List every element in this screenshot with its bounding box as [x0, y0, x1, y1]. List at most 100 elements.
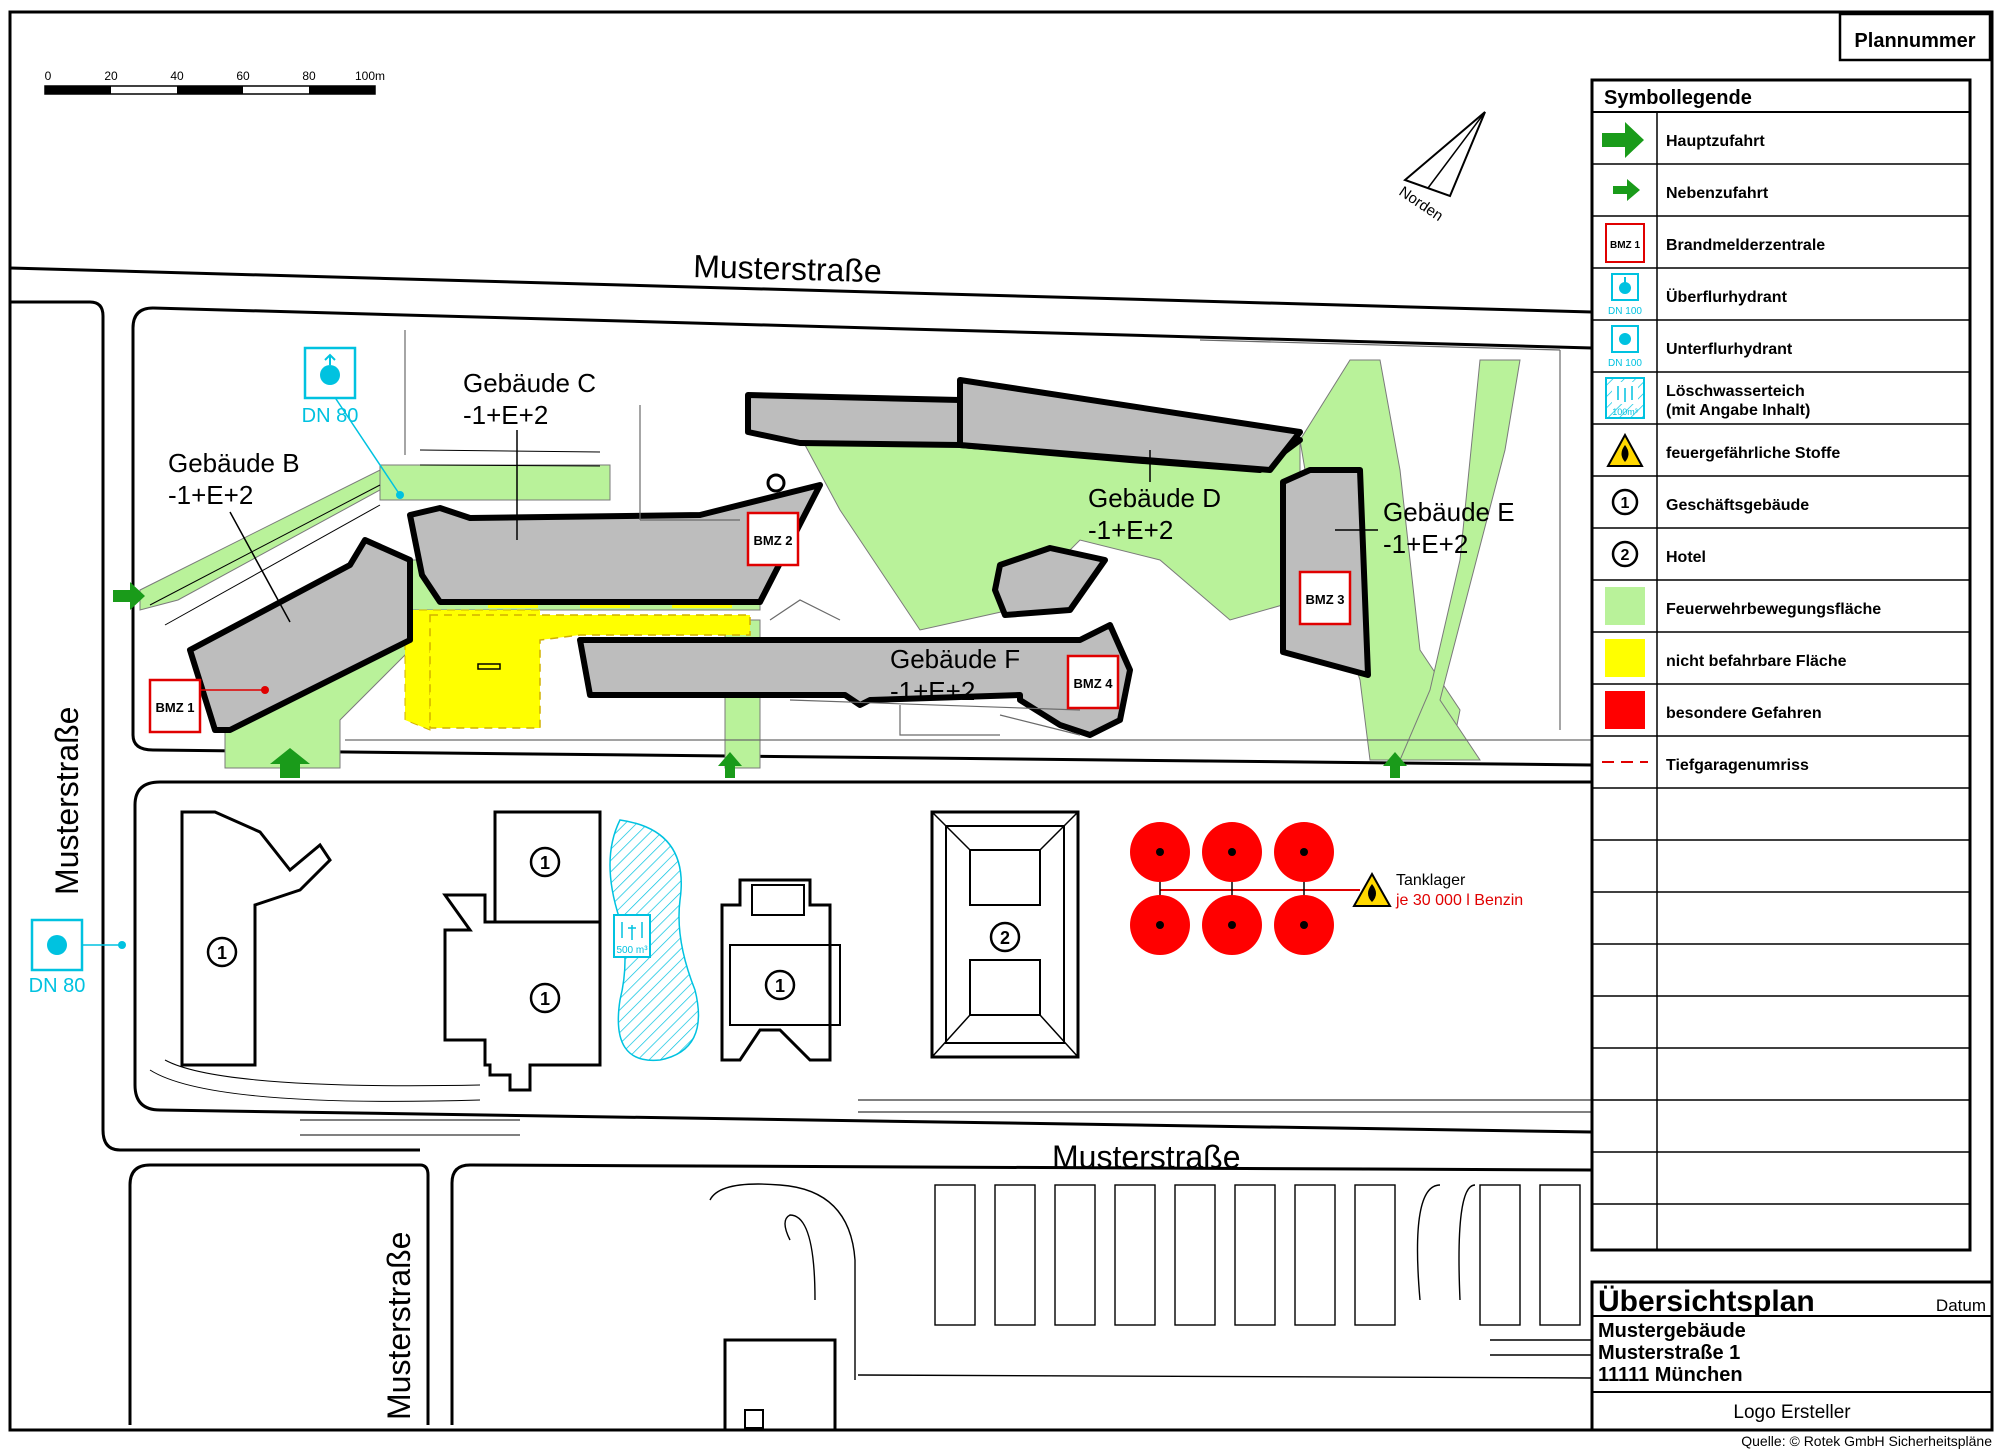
- building-d-name: Gebäude D: [1088, 483, 1221, 513]
- hotel-marker-icon: 2: [989, 921, 1021, 953]
- flammable-warning-icon: [1352, 871, 1392, 907]
- plan-number-box: Plannummer: [1838, 12, 1992, 62]
- business-building-1c: [442, 893, 602, 1092]
- business-buildings: [180, 810, 832, 1092]
- svg-text:BMZ 4: BMZ 4: [1074, 676, 1114, 691]
- legend-label: Tiefgaragenumriss: [1666, 757, 1809, 774]
- svg-text:DN 100: DN 100: [1608, 306, 1642, 317]
- plan-number-label: Plannummer: [1854, 30, 1975, 52]
- main-access-arrows[interactable]: [113, 582, 1407, 778]
- building-d-floors: -1+E+2: [1088, 515, 1173, 545]
- legend-label: Überflurhydrant: [1666, 287, 1788, 306]
- building-b: [187, 537, 413, 733]
- building-f-floors: -1+E+2: [890, 676, 975, 706]
- road-network: [9, 266, 1593, 1425]
- secondary-access-arrow-icon[interactable]: [718, 752, 742, 778]
- tank-detail: je 30 000 l Benzin: [1395, 892, 1523, 909]
- creator-logo: Logo Ersteller: [1733, 1402, 1851, 1423]
- svg-text:100m³: 100m³: [1612, 407, 1638, 417]
- underground-hydrant-icon: DN 100: [1608, 325, 1642, 369]
- svg-text:DN 100: DN 100: [1608, 358, 1642, 369]
- scale-tick: 20: [104, 69, 118, 83]
- hotel-building: [930, 810, 1080, 1059]
- scale-bar: 0 20 40 60 80 100m: [44, 69, 385, 95]
- street-top: Musterstraße: [693, 248, 882, 289]
- hydrants[interactable]: DN 80 DN 80: [29, 346, 404, 997]
- svg-text:1: 1: [217, 943, 227, 963]
- scale-tick: 100m: [355, 69, 385, 83]
- svg-text:2: 2: [1000, 928, 1010, 948]
- tank-farm: Tanklager je 30 000 l Benzin: [1130, 822, 1523, 955]
- scale-tick: 0: [45, 69, 52, 83]
- svg-text:DN 80: DN 80: [302, 405, 359, 427]
- title-block: Übersichtsplan Datum Mustergebäude Muste…: [1590, 1280, 1994, 1432]
- buildings: [187, 377, 1371, 738]
- legend-label: feuergefährliche Stoffe: [1666, 445, 1840, 462]
- building-d-tower: [992, 545, 1108, 618]
- svg-text:BMZ 1: BMZ 1: [156, 700, 195, 715]
- business-building-marker-icon: 1: [529, 982, 561, 1014]
- svg-text:BMZ 2: BMZ 2: [754, 533, 793, 548]
- address-line: 11111 München: [1598, 1364, 1743, 1386]
- tank-label: Tanklager: [1396, 872, 1466, 889]
- legend-label: Hauptzufahrt: [1666, 133, 1765, 150]
- scale-tick: 40: [170, 69, 184, 83]
- street-labels: Musterstraße Musterstraße Musterstraße M…: [49, 248, 1240, 1420]
- svg-text:1: 1: [540, 853, 550, 873]
- business-building-marker-icon: 1: [529, 846, 561, 878]
- building-f: [577, 622, 1133, 738]
- legend-label: Feuerwehrbewegungsfläche: [1666, 601, 1881, 618]
- svg-text:BMZ 3: BMZ 3: [1306, 592, 1345, 607]
- above-ground-hydrant-icon: DN 100: [1608, 273, 1642, 317]
- business-building-1d-detail: [729, 884, 841, 1026]
- secondary-access-arrow-icon[interactable]: [1383, 752, 1407, 778]
- fire-water-pond: 500 m³: [609, 819, 700, 1062]
- svg-text:1: 1: [775, 976, 785, 996]
- scale-tick: 80: [302, 69, 316, 83]
- legend-label: Unterflurhydrant: [1666, 341, 1793, 358]
- secondary-access-arrow-icon: [1613, 179, 1640, 201]
- address-line: Mustergebäude: [1598, 1320, 1746, 1342]
- fire-alarm-panel-icon[interactable]: BMZ 2: [746, 511, 800, 567]
- main-access-arrow-icon[interactable]: [270, 748, 310, 778]
- building-e-floors: -1+E+2: [1383, 529, 1468, 559]
- building-c-name: Gebäude C: [463, 368, 596, 398]
- building-c: [407, 482, 823, 605]
- legend-label: Löschwasserteich: [1666, 383, 1805, 400]
- svg-text:DN 80: DN 80: [29, 975, 86, 997]
- scale-tick: 60: [236, 69, 250, 83]
- above-ground-hydrant-icon[interactable]: DN 80: [302, 346, 404, 499]
- date-label: Datum: [1936, 1296, 1986, 1315]
- legend-label: Hotel: [1666, 549, 1706, 566]
- fire-alarm-panel-icon[interactable]: BMZ 3: [1298, 570, 1352, 626]
- main-access-arrow-icon: [1602, 122, 1644, 158]
- building-c-floors: -1+E+2: [463, 400, 548, 430]
- lower-parking: [709, 1183, 1593, 1432]
- svg-text:2: 2: [1621, 547, 1630, 564]
- svg-text:BMZ 1: BMZ 1: [1610, 240, 1640, 251]
- fire-alarm-panel-icon[interactable]: BMZ 1: [148, 678, 269, 734]
- fire-alarm-panel-icon[interactable]: BMZ 4: [1066, 654, 1120, 710]
- business-building-marker-icon: 1: [1611, 488, 1639, 516]
- building-e-name: Gebäude E: [1383, 497, 1515, 527]
- street-left: Musterstraße: [49, 707, 85, 895]
- fire-brigade-area-swatch: [1605, 587, 1645, 625]
- underground-hydrant-icon[interactable]: DN 80: [29, 918, 126, 997]
- business-building-1a: [180, 810, 332, 1067]
- source-credit: Quelle: © Rotek GmbH Sicherheitspläne: [1741, 1433, 1992, 1449]
- legend-label: Brandmelderzentrale: [1666, 237, 1825, 254]
- business-building-marker-icon: 1: [764, 969, 796, 1001]
- building-d: [957, 377, 1303, 473]
- legend-label: besondere Gefahren: [1666, 705, 1822, 722]
- address-line: Musterstraße 1: [1598, 1342, 1740, 1364]
- legend-label-2: (mit Angabe Inhalt): [1666, 402, 1810, 419]
- business-building-marker-icon: 1: [206, 936, 238, 968]
- svg-text:1: 1: [540, 989, 550, 1009]
- building-b-name: Gebäude B: [168, 448, 300, 478]
- parking-rows: [149, 449, 1592, 1136]
- secondary-access-arrow-icon[interactable]: [113, 582, 145, 610]
- legend-label: Geschäftsgebäude: [1666, 497, 1809, 514]
- title: Übersichtsplan: [1598, 1285, 1815, 1318]
- fire-alarm-panels[interactable]: BMZ 1 BMZ 2 BMZ 3 BMZ 4: [148, 511, 1352, 734]
